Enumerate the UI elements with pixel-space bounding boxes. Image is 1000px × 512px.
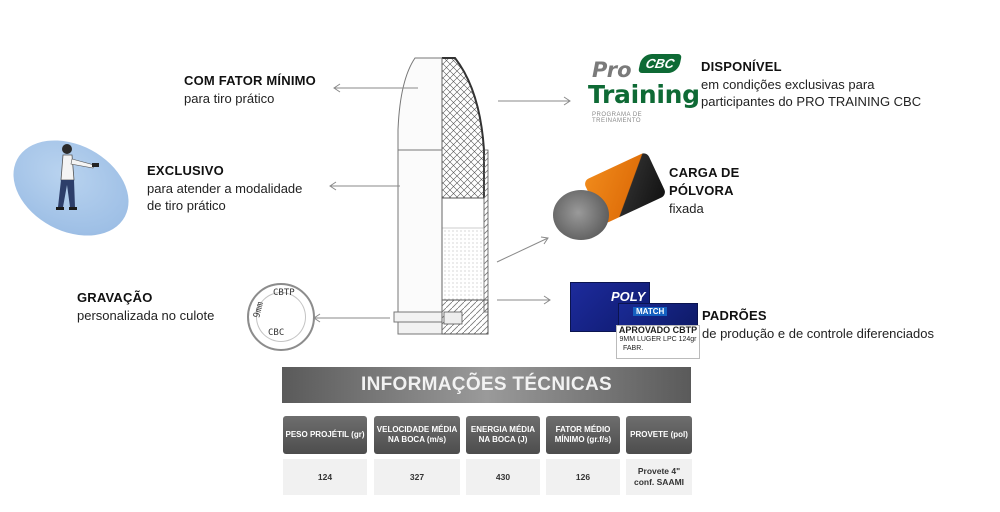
tech-header-velocidade: VELOCIDADE MÉDIA NA BOCA (m/s) bbox=[374, 416, 460, 454]
exclusivo-text-2: de tiro prático bbox=[147, 198, 226, 213]
tech-value-provete: Provete 4" conf. SAAMI bbox=[626, 459, 692, 495]
carga-text: fixada bbox=[669, 201, 704, 216]
logo-cbc-badge: CBC bbox=[637, 54, 683, 73]
box-brand-1: POLY bbox=[611, 289, 646, 304]
box-caliber: 9MM LUGER LPC 124gr bbox=[619, 336, 697, 343]
com-fator-text: para tiro prático bbox=[184, 91, 275, 106]
cartridge-cutaway bbox=[393, 57, 489, 335]
tech-header-fator: FATOR MÉDIO MÍNIMO (gr.f/s) bbox=[546, 416, 620, 454]
tech-header-energia: ENERGIA MÉDIA NA BOCA (J) bbox=[466, 416, 540, 454]
exclusivo-title: EXCLUSIVO bbox=[147, 163, 224, 178]
exclusivo-text-1: para atender a modalidade bbox=[147, 181, 303, 196]
tech-info-banner: INFORMAÇÕES TÉCNICAS bbox=[282, 367, 691, 403]
shooter-figure bbox=[56, 144, 99, 210]
disponivel-text-1: em condições exclusivas para bbox=[701, 77, 875, 92]
logo-pro-text: Pro bbox=[592, 58, 632, 82]
com-fator-title: COM FATOR MÍNIMO bbox=[184, 73, 316, 88]
gravacao-title: GRAVAÇÃO bbox=[77, 290, 153, 305]
logo-training-text: Training bbox=[588, 80, 700, 109]
gravacao-text: personalizada no culote bbox=[77, 308, 215, 323]
disponivel-title: DISPONÍVEL bbox=[701, 59, 782, 74]
box-fabr: FABR. bbox=[623, 345, 644, 352]
headstamp-top: CBTP bbox=[273, 288, 295, 298]
tech-header-provete: PROVETE (pol) bbox=[626, 416, 692, 454]
tech-value-peso: 124 bbox=[283, 459, 367, 495]
tech-header-peso: PESO PROJÉTIL (gr) bbox=[283, 416, 367, 454]
tech-value-energia: 430 bbox=[466, 459, 540, 495]
padroes-text: de produção e de controle diferenciados bbox=[702, 326, 934, 341]
powder-pile bbox=[553, 190, 609, 240]
tech-value-fator: 126 bbox=[546, 459, 620, 495]
box-approved: APROVADO CBTP bbox=[618, 325, 698, 335]
padroes-title: PADRÕES bbox=[702, 308, 767, 323]
ammo-box-label: APROVADO CBTP 9MM LUGER LPC 124gr FABR. bbox=[616, 325, 700, 359]
tech-value-velocidade: 327 bbox=[374, 459, 460, 495]
logo-subtitle: PROGRAMA DE TREINAMENTO bbox=[592, 112, 643, 124]
box-brand-2: MATCH bbox=[633, 307, 668, 316]
pro-training-logo: Pro CBC Training PROGRAMA DE TREINAMENTO bbox=[588, 52, 700, 124]
disponivel-text-2: participantes do PRO TRAINING CBC bbox=[701, 94, 922, 109]
carga-title-2: PÓLVORA bbox=[669, 183, 734, 198]
headstamp-graphic: 9mm CBTP CBC bbox=[247, 283, 315, 351]
headstamp-bottom: CBC bbox=[268, 328, 285, 338]
carga-title-1: CARGA DE bbox=[669, 165, 740, 180]
